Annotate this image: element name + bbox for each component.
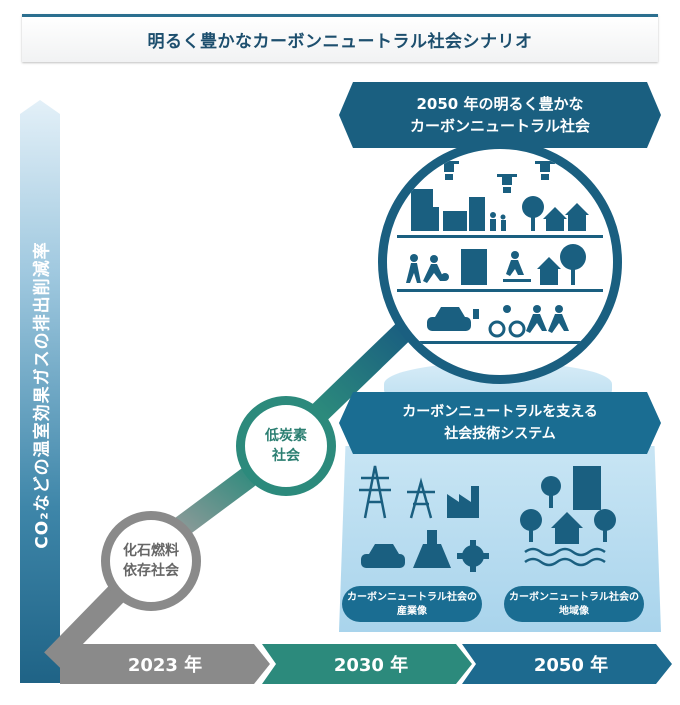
tree-icon <box>520 509 542 542</box>
tech-banner-line2: 社会技術システム <box>444 426 556 442</box>
tree-icon <box>560 244 586 285</box>
drone-icon <box>497 174 517 193</box>
pill-region-line1: カーボンニュートラル社会の <box>509 592 639 603</box>
future-banner-line2: カーボンニュートラル社会 <box>409 117 590 135</box>
pill-industry-line1: カーボンニュートラル社会の <box>347 592 477 603</box>
tree-icon <box>541 476 561 508</box>
stage-fossil-line1: 化石燃料 <box>123 543 179 559</box>
future-society-banner: 2050 年の明るく豊かな カーボンニュートラル社会 <box>339 82 661 148</box>
house-icon <box>543 207 567 231</box>
future-society-circle <box>378 140 622 384</box>
region-image-pill: カーボンニュートラル社会の 地域像 <box>504 586 644 622</box>
title-bar: 明るく豊かなカーボンニュートラル社会シナリオ <box>22 14 658 62</box>
skateboard-icon <box>503 251 531 282</box>
reduction-axis-arrow <box>20 100 60 683</box>
tree-icon <box>594 509 616 542</box>
stage-low-line2: 社会 <box>272 448 300 464</box>
page-title: 明るく豊かなカーボンニュートラル社会シナリオ <box>147 32 533 52</box>
car-icon <box>361 544 405 568</box>
drone-icon <box>439 161 459 180</box>
power-tower-icon <box>359 465 391 519</box>
path-segment-end <box>312 322 413 420</box>
running-icon <box>548 305 569 333</box>
future-society-illustration <box>397 161 603 344</box>
timeline-2050: 2050 年 <box>462 644 672 684</box>
running-icon <box>526 305 547 333</box>
pill-industry-line2: 産業像 <box>397 606 427 617</box>
building-icon <box>411 189 439 231</box>
stage-low-carbon: 低炭素 社会 <box>236 396 336 496</box>
stage-fossil-fuel: 化石燃料 依存社会 <box>101 511 201 611</box>
walking-icon <box>406 254 421 283</box>
building-icon <box>573 466 601 510</box>
stage-low-line1: 低炭素 <box>265 428 307 444</box>
tech-system-illustration <box>359 465 616 572</box>
factory-icon <box>447 486 479 518</box>
house-icon <box>565 203 589 231</box>
pill-region-line2: 地域像 <box>559 606 589 617</box>
flask-icon <box>413 530 451 568</box>
building-icon <box>469 197 485 231</box>
building-icon <box>461 249 487 285</box>
power-tower-icon <box>407 477 435 519</box>
timeline-2030: 2030 年 <box>262 644 472 684</box>
future-banner-line1: 2050 年の明るく豊かな <box>416 95 584 113</box>
house-icon <box>551 512 583 544</box>
tech-system-banner: カーボンニュートラルを支える 社会技術システム <box>339 392 661 454</box>
building-icon <box>443 211 467 231</box>
water-icon <box>524 547 606 567</box>
house-icon <box>537 257 561 285</box>
timeline-2023: 2023 年 <box>60 644 270 684</box>
family-icon <box>490 212 506 231</box>
stage-fossil-line2: 依存社会 <box>123 563 179 579</box>
soccer-icon <box>423 255 449 283</box>
tech-banner-line1: カーボンニュートラルを支える <box>402 404 598 420</box>
industry-image-pill: カーボンニュートラル社会の 産業像 <box>342 586 482 622</box>
path-segment-middle <box>173 461 265 537</box>
tree-icon <box>522 196 544 231</box>
drone-icon <box>535 161 555 180</box>
bicycle-icon <box>488 305 526 338</box>
gear-icon <box>457 540 489 572</box>
ev-car-icon <box>427 307 479 331</box>
